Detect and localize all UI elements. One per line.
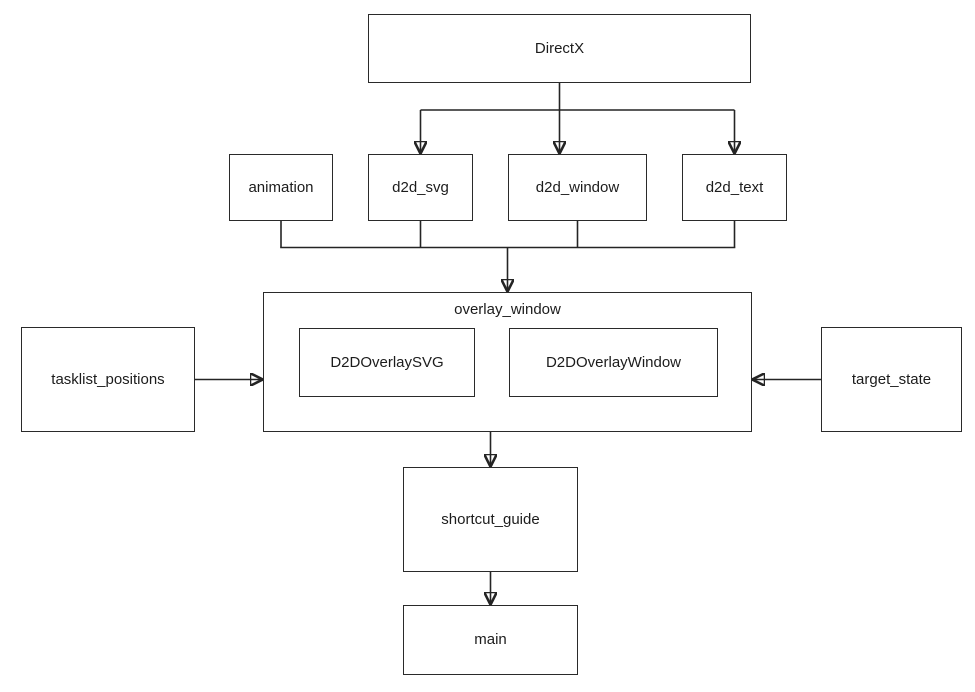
node-d2d-overlay-svg-label: D2DOverlaySVG	[330, 353, 444, 371]
node-d2d-overlay-window: D2DOverlayWindow	[509, 328, 718, 397]
node-d2d-overlay-window-label: D2DOverlayWindow	[545, 353, 682, 371]
node-main-label: main	[474, 631, 507, 648]
node-animation-label: animation	[248, 178, 314, 196]
node-target-state: target_state	[821, 327, 962, 432]
node-shortcut-guide: shortcut_guide	[403, 467, 578, 572]
node-directx: DirectX	[368, 14, 751, 83]
node-d2d-svg: d2d_svg	[368, 154, 473, 221]
node-overlay-window: overlay_window D2DOverlaySVG D2DOverlayW…	[263, 292, 752, 432]
node-d2d-text-label: d2d_text	[705, 178, 764, 196]
node-overlay-window-label: overlay_window	[454, 301, 561, 318]
node-d2d-window: d2d_window	[508, 154, 647, 221]
node-shortcut-guide-label: shortcut_guide	[441, 510, 540, 528]
node-d2d-overlay-svg: D2DOverlaySVG	[299, 328, 475, 397]
node-d2d-window-label: d2d_window	[535, 178, 620, 196]
node-d2d-svg-label: d2d_svg	[392, 178, 449, 196]
node-target-state-label: target_state	[851, 370, 932, 388]
node-tasklist-positions-label: tasklist_positions	[51, 370, 165, 388]
node-animation: animation	[229, 154, 333, 221]
node-main: main	[403, 605, 578, 675]
node-directx-label: DirectX	[534, 39, 585, 57]
node-d2d-text: d2d_text	[682, 154, 787, 221]
node-tasklist-positions: tasklist_positions	[21, 327, 195, 432]
